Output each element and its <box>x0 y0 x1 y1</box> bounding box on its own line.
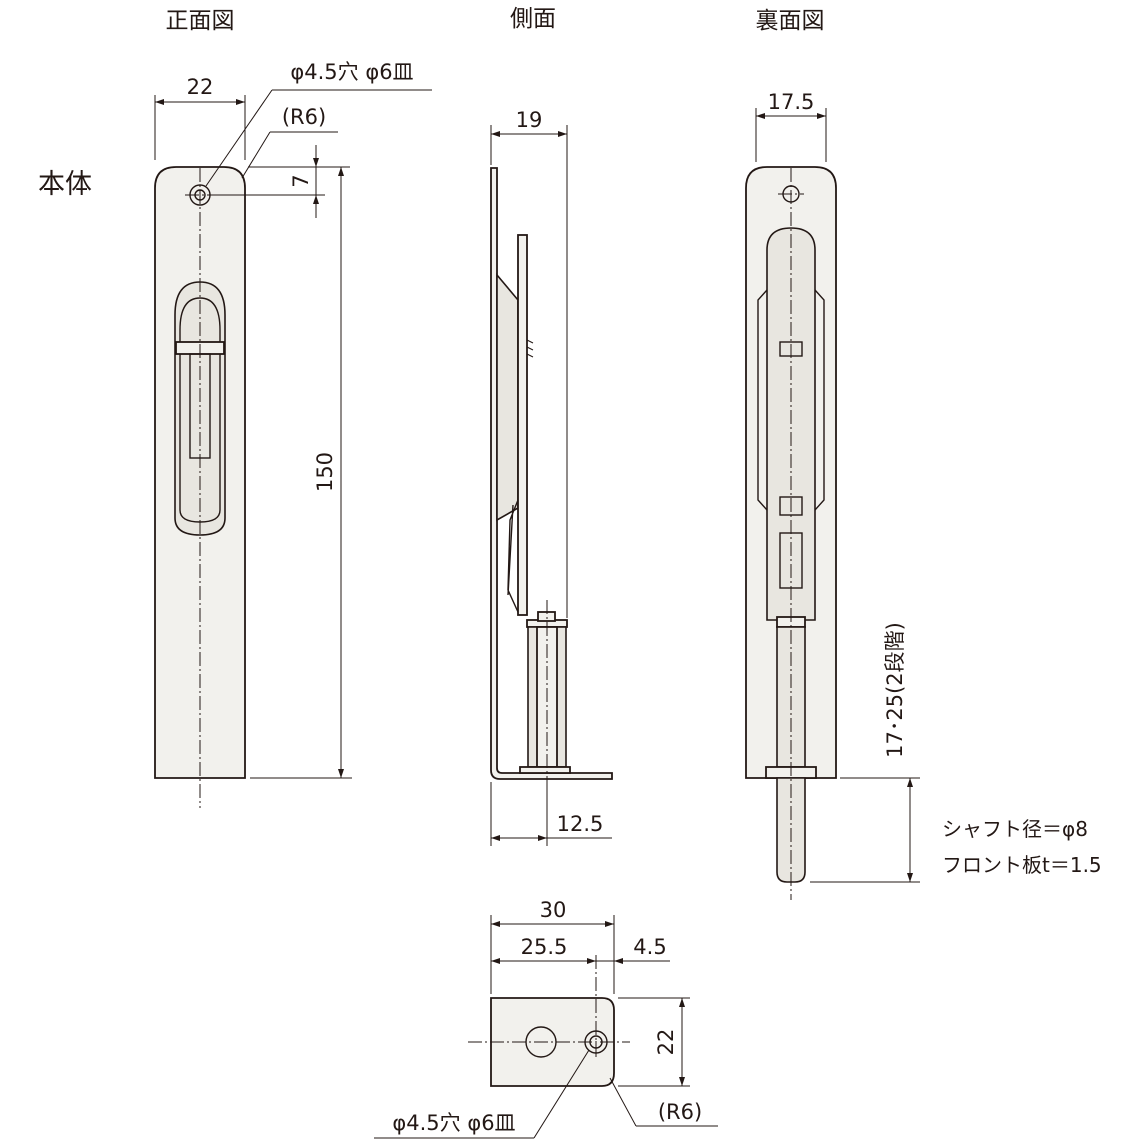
dim-stroke-arrow-top <box>907 778 913 787</box>
dim-stroke: 17･25(2段階) <box>883 622 907 758</box>
hole-leader <box>205 89 273 187</box>
side-spring <box>507 499 519 613</box>
dim-12-5-arrow-right <box>538 835 547 841</box>
back-body-side-right <box>814 289 825 511</box>
dim-7-arrow-bottom <box>313 195 319 204</box>
side-back-plate <box>517 234 528 616</box>
dim-22-arrow-left <box>155 99 164 105</box>
back-body-side-left <box>757 289 768 511</box>
dim-17-5-arrow-right <box>817 113 826 119</box>
dim-150-arrow-top <box>338 167 344 176</box>
dim-22-arrow-right <box>236 99 245 105</box>
dim-7-arrow-top <box>313 158 319 167</box>
dim-strike-22-arrow-top <box>679 998 685 1007</box>
side-clip-3 <box>526 353 534 358</box>
dim-strike-hole-position: 25.5 <box>521 935 568 959</box>
dim-strike-edge: 4.5 <box>633 935 666 959</box>
dim-17-5-arrow-left <box>756 113 765 119</box>
strike-hole-leader <box>533 1049 590 1139</box>
side-front-plate <box>490 167 613 780</box>
dim-25-5-arrow-right <box>587 958 596 964</box>
strike-hole-spec: φ4.5穴 φ6皿 <box>392 1111 515 1135</box>
strike-plate-view: 30 25.5 4.5 22 φ4.5穴 φ6皿 (R6) <box>374 898 718 1139</box>
front-radius: (R6) <box>282 105 326 129</box>
front-knob-outline <box>179 297 221 523</box>
front-view-title: 正面図 <box>166 8 235 34</box>
dim-back-width: 17.5 <box>768 90 815 114</box>
shaft-diameter-note: シャフト径＝φ8 <box>942 817 1088 841</box>
dim-19-arrow-right <box>558 131 567 137</box>
front-hole-spec: φ4.5穴 φ6皿 <box>290 60 413 84</box>
back-view-title: 裏面図 <box>756 8 825 34</box>
side-view-title: 側面 <box>510 6 556 32</box>
dim-side-bottom: 12.5 <box>557 812 604 836</box>
dim-strike-22-arrow-bottom <box>679 1077 685 1086</box>
dim-hole-offset: 7 <box>289 174 313 187</box>
strike-radius: (R6) <box>658 1100 702 1124</box>
front-plate-thickness-note: フロント板t＝1.5 <box>942 853 1102 877</box>
side-clip-2 <box>526 346 534 351</box>
dim-4-5-arrow <box>614 958 623 964</box>
dim-25-5-arrow-left <box>491 958 500 964</box>
dim-side-depth: 19 <box>516 108 543 132</box>
side-body <box>496 272 519 522</box>
dim-strike-overall: 30 <box>540 898 567 922</box>
side-clip-1 <box>526 339 534 344</box>
strike-radius-leader <box>609 1077 637 1127</box>
dim-19-arrow-left <box>491 131 500 137</box>
dim-stroke-arrow-bottom <box>907 873 913 882</box>
front-view: 22 φ4.5穴 φ6皿 (R6) 7 150 <box>154 60 432 808</box>
front-slot-recess <box>174 281 226 536</box>
radius-leader <box>241 131 271 179</box>
main-body-label: 本体 <box>38 169 92 200</box>
side-shaft-foot <box>519 766 571 774</box>
dim-front-width: 22 <box>187 75 214 99</box>
dim-150-arrow-bottom <box>338 769 344 778</box>
dim-30-arrow-left <box>491 921 500 927</box>
side-view: 19 12.5 <box>490 108 613 846</box>
dim-30-arrow-right <box>605 921 614 927</box>
dim-length: 150 <box>313 452 337 492</box>
dim-strike-height: 22 <box>654 1029 678 1056</box>
dim-12-5-arrow-left <box>491 835 500 841</box>
back-view: 17.5 17･25(2段階) シャフト径＝φ8 フロント板t＝1.5 <box>745 90 1102 900</box>
